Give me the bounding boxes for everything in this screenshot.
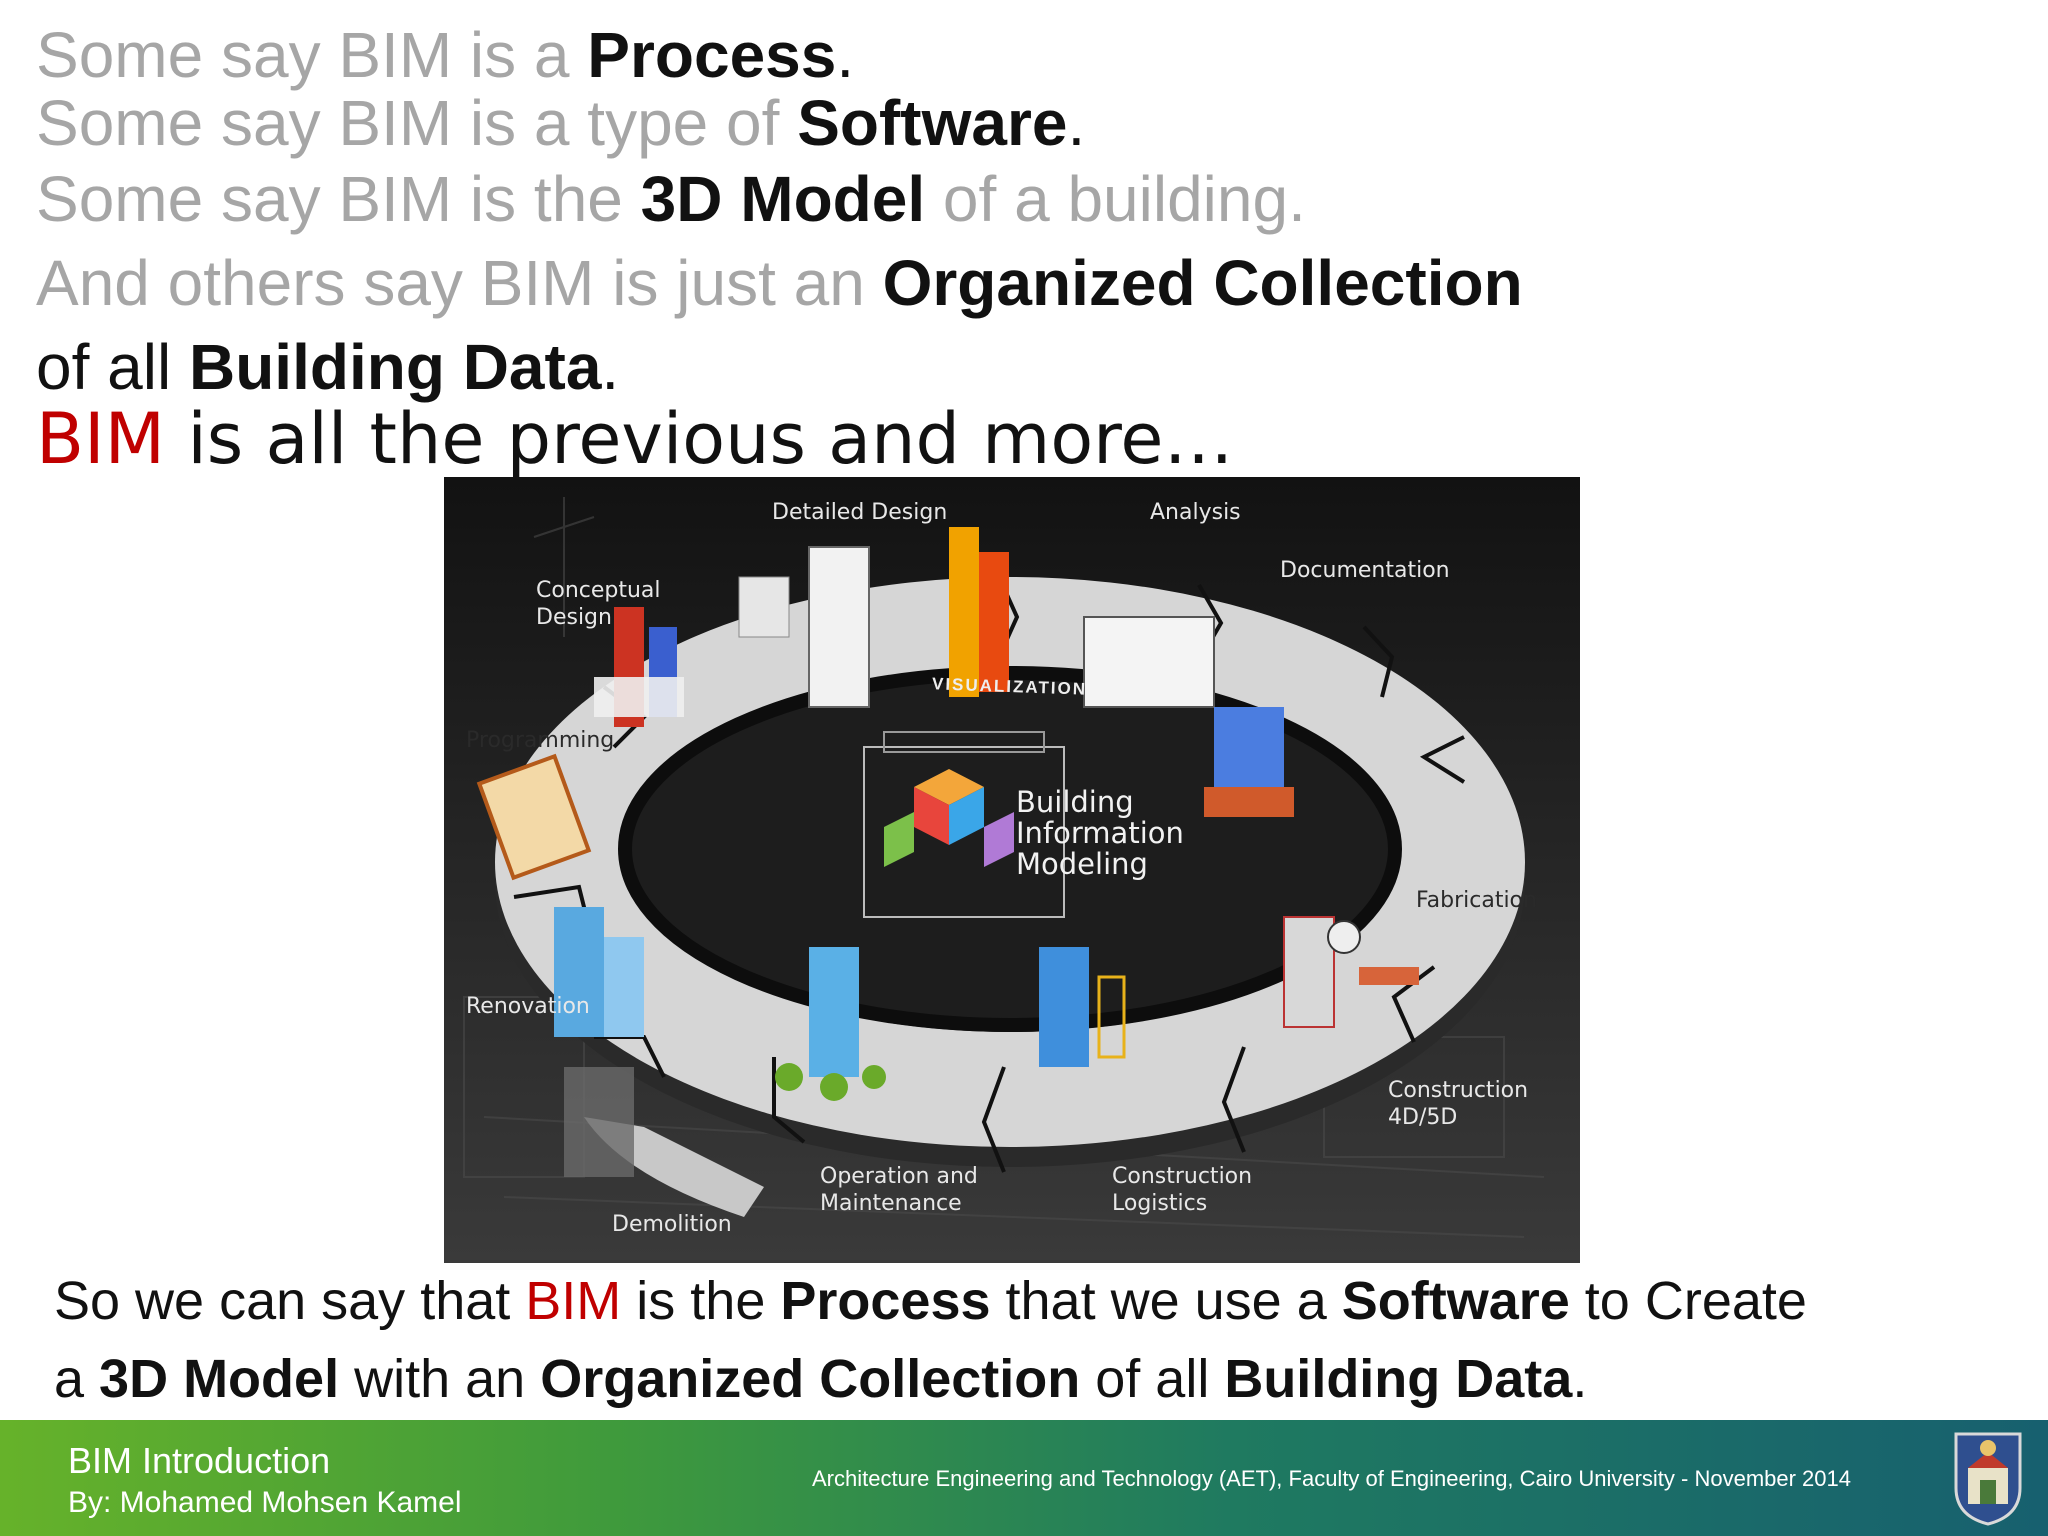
bim-lifecycle-diagram: Detailed Design Analysis Documentation C… bbox=[444, 477, 1580, 1263]
footer-author: By: Mohamed Mohsen Kamel bbox=[68, 1486, 462, 1519]
stage-programming: Programming bbox=[466, 728, 615, 753]
summary-line-1: So we can say that BIM is the Process th… bbox=[54, 1271, 1807, 1331]
statement-bim-more: BIM is all the previous and more… bbox=[36, 398, 1234, 480]
stage-operation-maintenance: Operation and Maintenance bbox=[820, 1164, 978, 1216]
statement-process: Some say BIM is a Process. bbox=[36, 19, 855, 91]
footer-affiliation: Architecture Engineering and Technology … bbox=[812, 1466, 1851, 1491]
university-crest-icon bbox=[1954, 1432, 2022, 1526]
statement-software: Some say BIM is a type of Software. bbox=[36, 87, 1086, 159]
statement-building-data: of all Building Data. bbox=[36, 331, 620, 403]
statement-3d-model: Some say BIM is the 3D Model of a buildi… bbox=[36, 163, 1306, 235]
stage-fabrication: Fabrication bbox=[1416, 888, 1537, 913]
lifecycle-ring-graphic bbox=[444, 477, 1580, 1263]
statement-collection: And others say BIM is just an Organized … bbox=[36, 247, 1523, 319]
stage-construction-logistics: Construction Logistics bbox=[1112, 1164, 1253, 1216]
stage-demolition: Demolition bbox=[612, 1212, 732, 1237]
summary-line-2: a 3D Model with an Organized Collection … bbox=[54, 1349, 1588, 1409]
footer-title: BIM Introduction bbox=[68, 1440, 331, 1481]
slide-footer: BIM Introduction By: Mohamed Mohsen Kame… bbox=[0, 1420, 2048, 1536]
stage-documentation: Documentation bbox=[1280, 558, 1450, 583]
stage-detailed-design: Detailed Design bbox=[772, 500, 948, 525]
bim-center-label: Building Information Modeling bbox=[1016, 785, 1184, 881]
stage-analysis: Analysis bbox=[1150, 500, 1241, 525]
stage-conceptual-design: Conceptual Design bbox=[536, 578, 661, 630]
stage-renovation: Renovation bbox=[466, 994, 590, 1019]
stage-construction-4d5d: Construction 4D/5D bbox=[1388, 1078, 1529, 1130]
